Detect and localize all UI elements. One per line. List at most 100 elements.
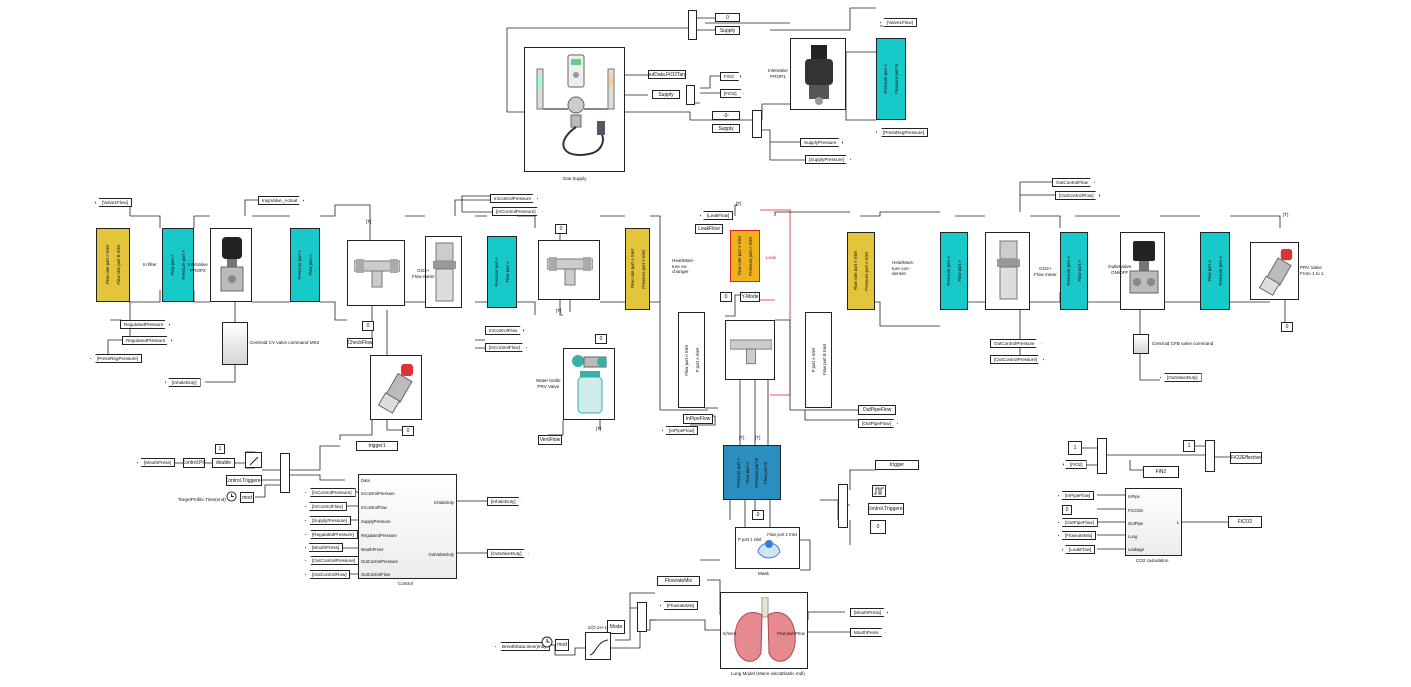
- out-control-flow-tag[interactable]: [OutControlFlow]: [1055, 191, 1101, 200]
- prv-const-block[interactable]: 0: [402, 426, 414, 436]
- fio2-goto[interactable]: FiO2: [720, 72, 741, 81]
- out-control-pressure-goto[interactable]: OutControlPressure: [990, 339, 1042, 348]
- inlet-valve-prop1[interactable]: [790, 38, 846, 110]
- flow-meter-gg2-1[interactable]: [425, 236, 462, 308]
- valve1flow-from[interactable]: [Valve1Flow]: [95, 198, 132, 207]
- divide-block[interactable]: [245, 452, 262, 468]
- tee2-const-block[interactable]: 0: [555, 224, 567, 234]
- trigger1-goto[interactable]: trigger1: [356, 441, 398, 451]
- sensor-block-1[interactable]: Flow port A Pressure port A: [162, 228, 194, 302]
- tee-connector-1[interactable]: [347, 240, 405, 306]
- mask-const-block[interactable]: 0: [752, 510, 764, 520]
- in-control-flow-tag[interactable]: [InControlFlow]: [485, 343, 527, 352]
- reg-pressure-tag[interactable]: RegulatedPressure: [122, 336, 173, 345]
- breath-mod-block[interactable]: mod: [555, 639, 569, 651]
- mask-pipe-block[interactable]: Pressure port A Flow port A Pressure por…: [723, 445, 781, 500]
- mode-switch-block[interactable]: [637, 602, 647, 632]
- supply-block-1[interactable]: Supply: [715, 26, 740, 35]
- outlet-valve[interactable]: [1120, 232, 1165, 310]
- supply-block-2[interactable]: Supply: [652, 90, 680, 99]
- transfer-fcn-block[interactable]: 1/(0.1s+1): [585, 625, 611, 660]
- press-reg-from[interactable]: [PressRegPressure]: [90, 354, 143, 363]
- trigger-goto[interactable]: trigger: [875, 460, 919, 470]
- control-input-from[interactable]: [MouthPress]: [305, 543, 344, 552]
- out-pipe-block[interactable]: P port A Inlet Flow port B Inlet: [805, 312, 832, 408]
- supply-pressure-tag[interactable]: [SupplyPressure]: [805, 155, 851, 164]
- out-pipe-flow-goto[interactable]: OutPipeFlow: [858, 405, 896, 415]
- in-pipe-flow-goto[interactable]: InPipeFlow: [683, 414, 713, 424]
- inlet-valve-prop2[interactable]: [210, 228, 252, 302]
- mask-block[interactable]: P port 1 inlet Flow port 1 Inlet: [735, 527, 800, 569]
- humidifier-pipe[interactable]: Flow rate port A Inlet Pressure port A I…: [625, 228, 650, 310]
- supply-pressure-goto[interactable]: SupplyPressure: [800, 138, 844, 147]
- clock-icon[interactable]: [226, 491, 237, 502]
- const-zero-block[interactable]: 0: [715, 13, 740, 22]
- out-pipe-flow-tag[interactable]: [OutPipeFlow]: [858, 419, 898, 428]
- inhale-duty-from[interactable]: [InhaleDuty]: [165, 378, 201, 387]
- flowrate-mix-tag[interactable]: [FlowrateMix]: [660, 601, 699, 610]
- clock-icon[interactable]: [541, 636, 553, 648]
- sensor-block-2[interactable]: Pressure port A Flow port A: [290, 228, 320, 302]
- control-cv-subsystem[interactable]: [222, 322, 248, 365]
- const-neg-block[interactable]: -0-: [712, 111, 740, 120]
- reg-pressure-goto[interactable]: RegulatedPressure: [120, 320, 171, 329]
- control-input-from[interactable]: [OutControlPressure]: [305, 556, 360, 565]
- pulse-generator-icon[interactable]: [872, 485, 886, 497]
- outvalve-duty-goto[interactable]: [OutValveDuty]: [487, 549, 529, 558]
- control-pid-block[interactable]: Control.Pid: [183, 458, 205, 468]
- const-one-block[interactable]: 1: [215, 444, 225, 454]
- out-control-pressure-tag[interactable]: [OutControlPressure]: [990, 355, 1045, 364]
- water-bottle-prv[interactable]: [563, 348, 615, 420]
- y-mode-block[interactable]: Y-Mode: [740, 292, 760, 302]
- fin2-goto[interactable]: FiN2: [1143, 466, 1179, 478]
- co2-input-from[interactable]: [OutPipeFlow]: [1058, 518, 1098, 527]
- in-control-pressure-goto[interactable]: InControlPressure: [490, 194, 539, 203]
- co2-sum-block[interactable]: [1097, 438, 1107, 474]
- valve1flow-tag[interactable]: [Valve1Flow]: [880, 18, 917, 27]
- out-control-flow-goto[interactable]: OutControlFlow: [1052, 178, 1095, 187]
- control-mod-block[interactable]: mod: [240, 492, 254, 503]
- outvalve-duty-from[interactable]: [OutValveDuty]: [1160, 373, 1202, 382]
- in-control-pressure-tag[interactable]: [InControlPressure]: [492, 207, 543, 216]
- in-control-flow-goto[interactable]: InControlFlow: [485, 326, 525, 335]
- control-input-from[interactable]: [OutControlFlow]: [305, 570, 351, 579]
- fio2-tag[interactable]: [FiO2]: [720, 89, 744, 98]
- flowrate-mix-goto[interactable]: FlowrateMix: [657, 576, 700, 586]
- insp-valve-goto[interactable]: InspValve_Actual: [258, 196, 305, 205]
- mouth-press-goto[interactable]: [MouthPress]: [850, 608, 889, 617]
- co2-input-from[interactable]: [LeakFlow]: [1062, 545, 1096, 554]
- inlet-filter-pipe[interactable]: Flow rate port A Inlet Flow rate port B …: [96, 228, 130, 302]
- check-const-block[interactable]: 0: [362, 321, 374, 331]
- control-input-from[interactable]: [RegulatedPressure]: [305, 530, 358, 539]
- control-triggered-block[interactable]: Control.Triggered: [868, 503, 904, 515]
- press-reg-tag[interactable]: [PressRegPressure]: [876, 128, 929, 137]
- inhale-duty-goto[interactable]: [InhaleDuty]: [487, 497, 523, 506]
- sensor-block-5[interactable]: Pressure port A Flow port A: [1060, 232, 1088, 310]
- y-connector[interactable]: [725, 320, 775, 380]
- in-pipe-block[interactable]: Flow port A Inlet P port A Inlet: [678, 312, 705, 408]
- switch-block-2[interactable]: [686, 85, 695, 105]
- vent-flow-block[interactable]: VentFlow: [538, 435, 562, 445]
- water-const-block[interactable]: 0: [595, 334, 607, 344]
- trigger-switch[interactable]: [838, 484, 848, 528]
- in-pipe-flow-tag[interactable]: [InPipeFlow]: [662, 426, 699, 435]
- control-input-from[interactable]: [InControlPressure]: [305, 488, 356, 497]
- fio2-target-block[interactable]: InputData.FiO2Target: [648, 70, 686, 79]
- co2-product-block[interactable]: [1205, 440, 1215, 472]
- sensor-block-4[interactable]: Pressure port A Flow port A: [940, 232, 968, 310]
- control-input-from[interactable]: [InControlFlow]: [305, 502, 347, 511]
- fio2-from[interactable]: [FiO2]: [1063, 460, 1087, 469]
- supply-block-3[interactable]: Supply: [712, 124, 740, 133]
- prv-const-block[interactable]: 0: [1281, 322, 1293, 332]
- gas-supply-block[interactable]: Gas Supply: [524, 47, 625, 181]
- leak-block[interactable]: Flow rate port A Inlet Pressure port A I…: [730, 230, 760, 282]
- switch-block-1[interactable]: [688, 10, 697, 40]
- flow-meter-gg2-2[interactable]: [985, 232, 1030, 310]
- co2-input-from[interactable]: [InPipeFlow]: [1058, 491, 1095, 500]
- supply-sensor-block[interactable]: Pressure port A Pressure port B: [876, 38, 906, 120]
- check-valve[interactable]: [370, 355, 422, 420]
- check-flow-block[interactable]: CheckFlow: [347, 338, 373, 348]
- control-cfb-subsystem[interactable]: [1133, 334, 1149, 354]
- co2-calc-subsystem[interactable]: InPipe FiCO2in OutPipe Lung Leakage 1: [1125, 488, 1182, 556]
- co2-input-const[interactable]: 0: [1062, 505, 1072, 515]
